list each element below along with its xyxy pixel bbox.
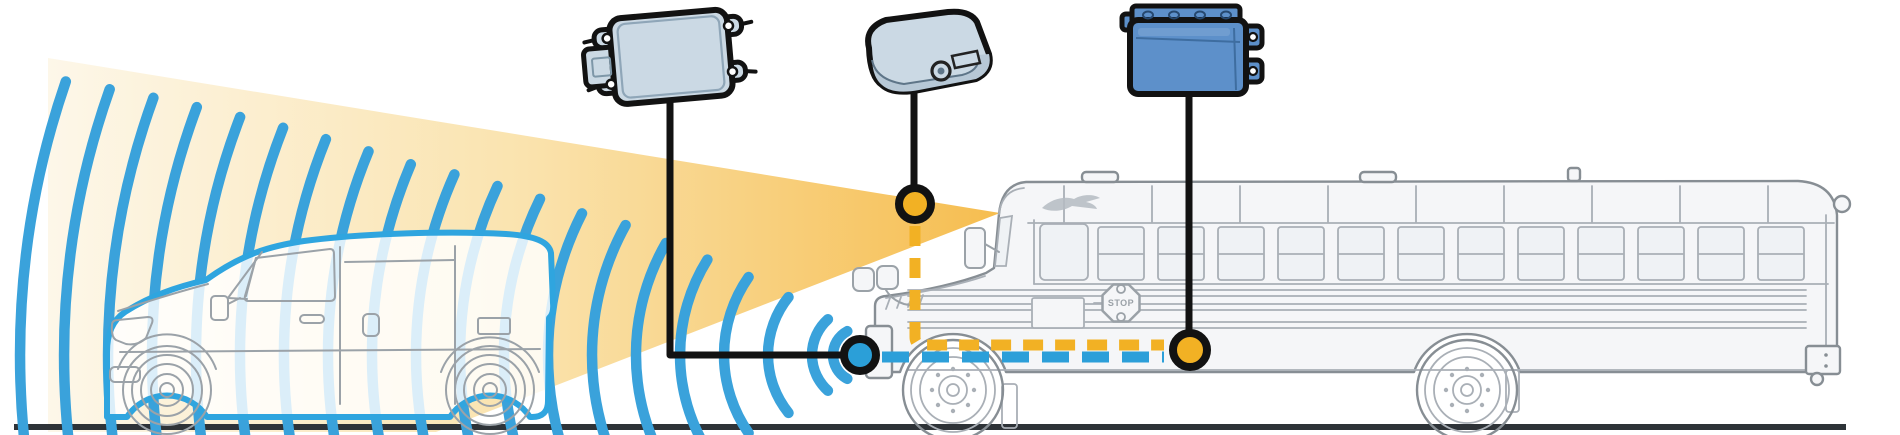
radar-mount-node — [840, 335, 880, 375]
bus-eagle-decal — [1042, 195, 1100, 211]
bus-rear-bumper — [1804, 344, 1842, 387]
bus-stop-sign: STOP — [1093, 283, 1141, 323]
detected-van — [104, 229, 557, 435]
bus-tow-hook — [1809, 371, 1825, 387]
camera-front-face — [872, 54, 990, 92]
camera-signal-dashed-line — [909, 226, 1164, 351]
windshield-camera-module — [865, 8, 993, 95]
van-wheels — [122, 345, 535, 435]
van-rear-window — [477, 317, 511, 335]
radar-sensor-module — [581, 6, 758, 107]
radar-wave-arc — [14, 76, 72, 435]
bus-wheels — [901, 338, 1520, 435]
bus-front-wheel — [901, 338, 1005, 435]
bus-passenger-windows — [1097, 226, 1805, 281]
bus-rear-marker-light — [1832, 194, 1852, 214]
bus-roof-hatch — [1080, 170, 1120, 184]
camera-mount-node — [895, 184, 935, 224]
component-cables — [666, 84, 1193, 359]
ecu-mount-node — [1169, 329, 1211, 371]
bus-front-details — [852, 227, 1000, 380]
bus-windshield — [994, 214, 1014, 267]
school-bus: STOP — [852, 166, 1852, 435]
radar-wave-arc — [58, 84, 115, 435]
radar-module-body — [606, 6, 736, 107]
bus-crossview-mirror — [852, 267, 875, 292]
ground-line — [14, 424, 1846, 430]
radar-wave-arc — [630, 237, 672, 435]
camera-connector-slot — [950, 49, 982, 70]
bus-mudflap — [1001, 383, 1018, 429]
ecu-control-module — [1119, 3, 1265, 97]
bus-side-mirror — [964, 227, 986, 269]
bus-battery-box — [1031, 297, 1085, 329]
van-lower-grille — [109, 366, 141, 383]
bus-roof-hatch — [1358, 170, 1398, 184]
van-front-door-handle — [299, 314, 325, 324]
radar-cable — [666, 86, 862, 359]
bus-driver-window — [1039, 223, 1089, 281]
bus-roof-antenna — [1566, 166, 1582, 183]
bus-crossview-mirror — [876, 265, 899, 290]
radar-wave-arc — [586, 219, 631, 435]
van-sliding-door-handle — [362, 313, 380, 337]
van-mirror — [210, 295, 229, 321]
bus-side-rails — [907, 214, 1829, 371]
van-headlight — [110, 316, 154, 346]
bus-rear-wheel — [1415, 338, 1519, 435]
stop-sign-label: STOP — [1108, 298, 1134, 308]
